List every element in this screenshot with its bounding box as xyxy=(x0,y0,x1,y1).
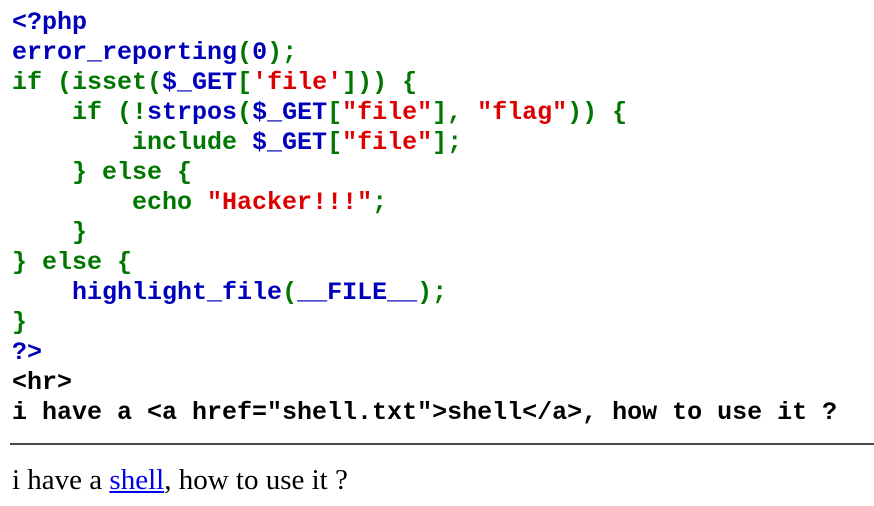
code-token: } else { xyxy=(12,158,193,187)
code-token: ); xyxy=(417,278,448,307)
code-token: $_GET xyxy=(252,128,328,157)
code-token: [ xyxy=(327,128,343,157)
code-token: } xyxy=(12,218,88,247)
code-token: } xyxy=(12,308,28,337)
code-token: ; xyxy=(372,188,388,217)
code-token: if (isset( xyxy=(12,68,163,97)
code-token: ?> xyxy=(12,338,43,367)
code-line: <hr> xyxy=(12,368,837,398)
rendered-text-after: , how to use it ? xyxy=(164,464,348,496)
code-line: } else { xyxy=(12,248,837,278)
code-token: <hr> xyxy=(12,368,73,397)
code-token: )) { xyxy=(567,98,628,127)
code-token: ])) { xyxy=(342,68,418,97)
code-token: 'file' xyxy=(252,68,343,97)
code-token: ( xyxy=(237,38,253,67)
code-token: ( xyxy=(282,278,298,307)
rendered-output: i have a shell, how to use it ? xyxy=(12,462,348,498)
horizontal-rule xyxy=(10,443,874,445)
code-token: echo xyxy=(12,188,208,217)
code-line: } xyxy=(12,308,837,338)
code-line: echo "Hacker!!!"; xyxy=(12,188,837,218)
code-token: ]; xyxy=(432,128,463,157)
code-line: <?php xyxy=(12,8,837,38)
code-token: $_GET xyxy=(162,68,238,97)
code-token: "file" xyxy=(342,98,433,127)
code-token xyxy=(12,278,72,307)
code-token: if (! xyxy=(12,98,148,127)
code-token: i have a <a href="shell.txt">shell</a>, … xyxy=(12,398,838,427)
code-token: strpos xyxy=(147,98,238,127)
rendered-text-before: i have a xyxy=(12,464,110,496)
code-line: if (isset($_GET['file'])) { xyxy=(12,68,837,98)
code-token: ); xyxy=(267,38,298,67)
code-token: __FILE__ xyxy=(297,278,418,307)
code-line: i have a <a href="shell.txt">shell</a>, … xyxy=(12,398,837,428)
code-token: "file" xyxy=(342,128,433,157)
code-token: include xyxy=(12,128,253,157)
code-token: "flag" xyxy=(477,98,568,127)
code-token: $_GET xyxy=(252,98,328,127)
code-token: 0 xyxy=(252,38,268,67)
code-line: highlight_file(__FILE__); xyxy=(12,278,837,308)
code-token: ], xyxy=(432,98,478,127)
code-token: } else { xyxy=(12,248,133,277)
code-token: highlight_file xyxy=(72,278,283,307)
code-token: error_reporting xyxy=(12,38,238,67)
code-token: ( xyxy=(237,98,253,127)
code-line: ?> xyxy=(12,338,837,368)
code-token: [ xyxy=(327,98,343,127)
code-token: [ xyxy=(237,68,253,97)
code-token: <?php xyxy=(12,8,88,37)
code-line: } xyxy=(12,218,837,248)
code-line: include $_GET["file"]; xyxy=(12,128,837,158)
code-line: error_reporting(0); xyxy=(12,38,837,68)
code-token: "Hacker!!!" xyxy=(207,188,373,217)
code-line: } else { xyxy=(12,158,837,188)
shell-link[interactable]: shell xyxy=(109,464,165,496)
code-line: if (!strpos($_GET["file"], "flag")) { xyxy=(12,98,837,128)
